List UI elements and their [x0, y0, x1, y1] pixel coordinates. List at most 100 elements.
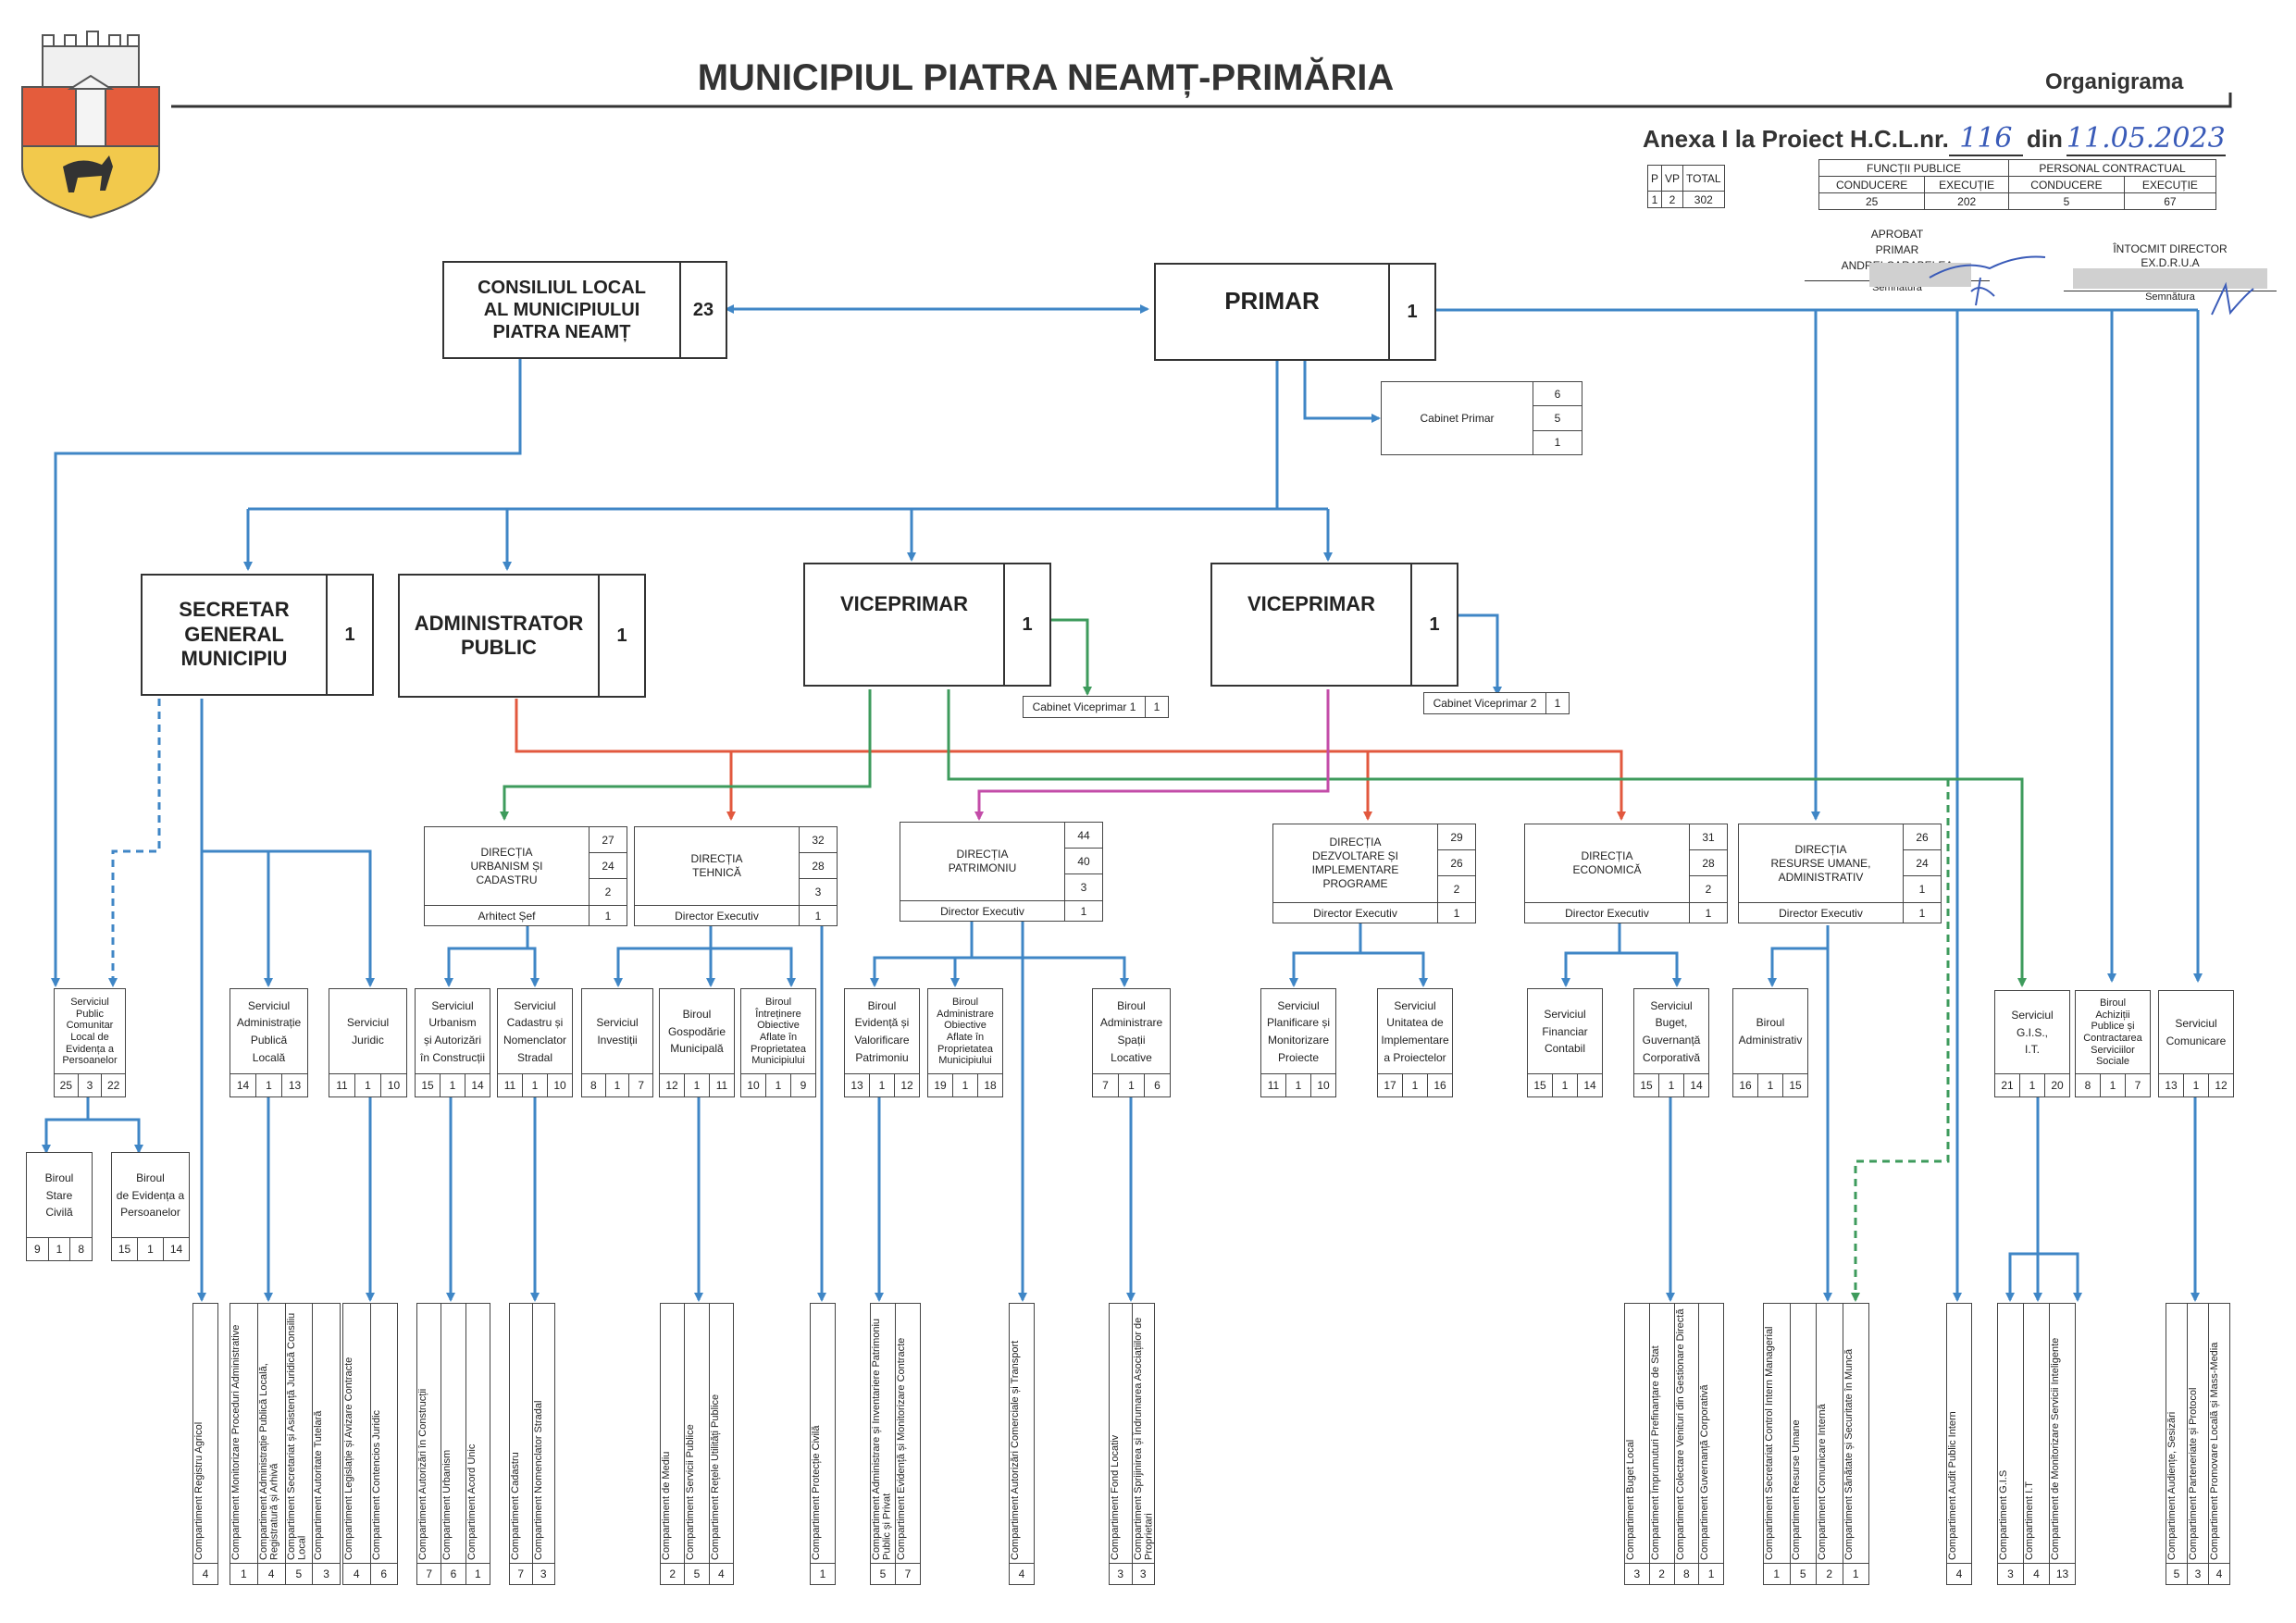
consiliul-local-label: CONSILIUL LOCAL AL MUNICIPIULUI PIATRA N… [478, 278, 646, 342]
viceprimar-2-box: VICEPRIMAR 1 [1210, 563, 1458, 687]
service-juridic-count: 10 [387, 1079, 401, 1092]
anexa-date: 11.05.2023 [2066, 122, 2226, 156]
directia-economica-label: DIRECȚIA ECONOMICĂ [1525, 824, 1690, 902]
compartment-column: Compartiment Promovare Locală și Mass-Me… [2209, 1304, 2229, 1584]
compartment-count: 7 [896, 1563, 920, 1584]
comp-group-registru-agricol: Compartiment Registru Agricol 4 [192, 1303, 218, 1585]
compartment-label: Compartiment Împrumuturi Prefinanțare de… [1649, 1345, 1661, 1560]
redacted-area [2073, 268, 2267, 289]
directia-tehnica-count: 28 [800, 853, 837, 879]
compartment-label: Compartiment Autoritate Tutelară [313, 1410, 325, 1560]
directia-dezvoltare-implementare-head-label: Director Executiv [1273, 902, 1438, 923]
compartment-count: 4 [709, 1563, 733, 1584]
service-uip-count: 1 [1403, 1074, 1428, 1096]
birou-spatii-locative-count: 1 [1119, 1074, 1145, 1096]
cabinet-primar-count: 5 [1533, 406, 1582, 431]
compartment-label: Compartiment Parteneriate și Protocol [2188, 1387, 2199, 1560]
directia-urbanism-cadastru-head-count: 1 [590, 905, 627, 925]
service-spclep-box: Serviciul Public Comunitar Local de Evid… [54, 988, 126, 1097]
viceprimar-1-count: 1 [1003, 564, 1049, 685]
posts-value-total: 302 [1682, 191, 1725, 208]
staff-header-contract: PERSONAL CONTRACTUAL [2008, 159, 2216, 177]
service-cadastru-count: 10 [553, 1079, 566, 1092]
compartment-count: 4 [343, 1563, 370, 1584]
cabinet-primar-count: 1 [1554, 436, 1561, 450]
comp-group-patrimoniu: Compartiment Administrare și Inventarier… [870, 1303, 921, 1585]
comp-group-juridic: Compartiment Legislație și Avizare Contr… [342, 1303, 398, 1585]
compartment-count: 3 [1625, 1563, 1649, 1584]
compartment-count: 4 [2209, 1563, 2229, 1584]
birou-gospodarie-count: 11 [715, 1079, 728, 1092]
compartment-count: 6 [441, 1563, 465, 1584]
compartment-label: Compartiment Administrație Publică Local… [257, 1363, 280, 1560]
compartment-count: 4 [1010, 1563, 1034, 1584]
service-planificare-proiecte-count: 1 [1286, 1074, 1311, 1096]
viceprimar-1-box: VICEPRIMAR 1 [803, 563, 1051, 687]
administrator-public-label: ADMINISTRATOR PUBLIC [414, 611, 584, 659]
compartment-column: Compartiment Împrumuturi Prefinanțare de… [1649, 1304, 1675, 1584]
compartment-count: 5 [2166, 1563, 2187, 1584]
cabinet-viceprimar-1-count: 1 [1153, 700, 1160, 713]
viceprimar-2-label: VICEPRIMAR [1247, 592, 1376, 615]
birou-evidenta-persoane-count: 15 [112, 1238, 138, 1260]
service-comunicare-count: 1 [2184, 1074, 2209, 1096]
compartment-label: Compartiment Contencios Juridic [370, 1409, 382, 1560]
service-uip-box: Serviciul Unitatea de Implementare a Pro… [1377, 988, 1453, 1097]
compartment-column: Compartiment Monitorizare Proceduri Admi… [230, 1304, 258, 1584]
consiliul-local-box: CONSILIUL LOCAL AL MUNICIPIULUI PIATRA N… [442, 261, 727, 359]
birou-intretinere-obiective-box: Biroul Întreținere Obiective Aflate în P… [740, 988, 816, 1097]
service-cadastru-count: 11 [498, 1074, 523, 1096]
anexa-number: 116 [1948, 122, 2023, 156]
service-planificare-proiecte-box: Serviciul Planificare și Monitorizare Pr… [1260, 988, 1336, 1097]
compartment-count: 4 [193, 1563, 217, 1584]
directia-patrimoniu-count: 3 [1080, 881, 1087, 894]
compartment-label: Compartiment Registru Agricol [193, 1421, 205, 1560]
directia-resurse-umane-head-label: Director Executiv [1739, 902, 1904, 923]
directia-urbanism-cadastru-count: 2 [604, 886, 612, 898]
compartment-label: Compartiment Nomenclator Stradal [532, 1400, 544, 1560]
birou-achizitii-box: Biroul Achiziții Publice și Contractarea… [2075, 990, 2151, 1097]
staff-value: 202 [1924, 192, 2010, 210]
compartment-count: 1 [1699, 1563, 1723, 1584]
service-uip-count: 16 [1433, 1079, 1446, 1092]
compartment-label: Compartiment Administrare și Inventarier… [871, 1318, 893, 1560]
birou-stare-civila-count: 9 [27, 1238, 49, 1260]
posts-header-total: TOTAL [1682, 165, 1725, 192]
service-buget-count: 14 [1690, 1079, 1703, 1092]
compartment-column: Compartiment Secretariat și Asistență Ju… [285, 1304, 314, 1584]
service-uip-label: Serviciul Unitatea de Implementare a Pro… [1381, 998, 1449, 1064]
birou-gospodarie-count: 1 [685, 1074, 710, 1096]
directia-economica-count: 28 [1690, 850, 1727, 876]
birou-intretinere-obiective-count: 10 [741, 1074, 766, 1096]
birou-evidenta-persoane-count: 14 [169, 1243, 183, 1256]
compartment-label: Compartiment Acord Unic [465, 1443, 478, 1560]
compartment-count: 4 [257, 1563, 285, 1584]
compartment-column: Compartiment Colectare Venituri din Gest… [1674, 1304, 1700, 1584]
compartment-count: 1 [811, 1563, 835, 1584]
compartment-label: Compartiment Buget Local [1625, 1439, 1636, 1560]
service-financiar-contabil-label: Serviciul Financiar Contabil [1542, 1008, 1588, 1056]
compartment-label: Compartiment Autorizări Comerciale și Tr… [1010, 1340, 1021, 1560]
compartment-label: Compartiment Comunicare Internă [1817, 1404, 1828, 1560]
directia-dezvoltare-implementare-count: 2 [1453, 883, 1460, 896]
cabinet-viceprimar-1-label: Cabinet Viceprimar 1 [1024, 697, 1146, 717]
directia-patrimoniu-head-label: Director Executiv [900, 900, 1065, 921]
